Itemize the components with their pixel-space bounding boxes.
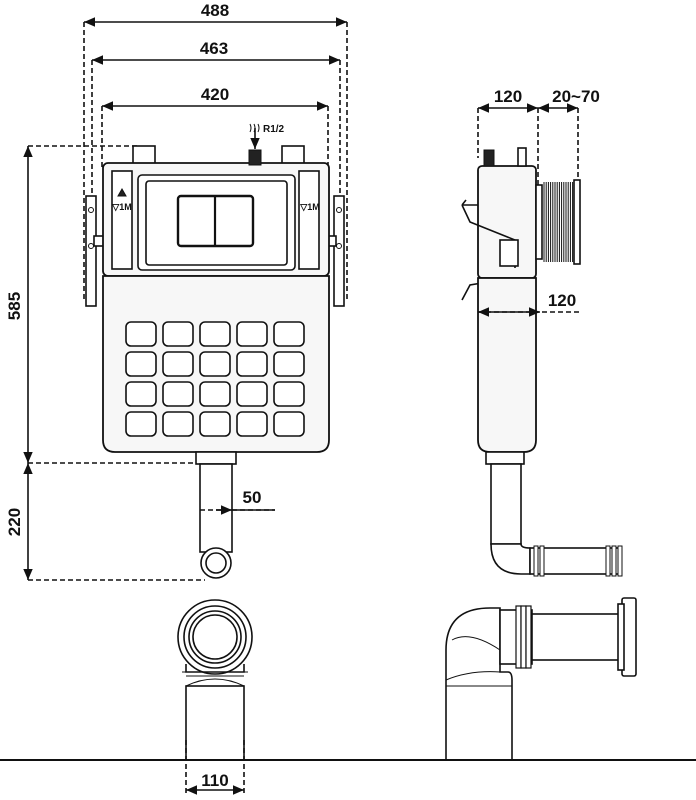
tank-rib-cell: [162, 411, 194, 437]
dimension-width-inner: 420: [101, 85, 329, 170]
side-view: 120 20~70 120: [461, 87, 623, 577]
side-drain-elbow: [490, 543, 531, 575]
dimension-depth: 120: [477, 87, 539, 185]
front-view: 488 463 420 585 220: [5, 1, 348, 581]
tank-rib-cell: [236, 321, 268, 347]
dimension-label-463: 463: [200, 39, 228, 58]
tank-rib-cell: [273, 321, 305, 347]
tank-rib-cell: [125, 411, 157, 437]
right-level-mark: ▽1M: [299, 202, 319, 212]
tank-rib-cell: [273, 381, 305, 407]
dimension-width-outer: 488: [83, 1, 348, 300]
pan-pipe-horizontal: [531, 613, 623, 661]
tank-rib-cell: [273, 411, 305, 437]
pipe-ring: [539, 545, 545, 577]
tank-rib-cell: [162, 321, 194, 347]
dimension-label-120-top: 120: [494, 87, 522, 106]
water-drop-icon: [117, 187, 127, 197]
bend-ring: [525, 605, 532, 669]
tank-rib-cell: [162, 351, 194, 377]
pipe-ring: [617, 545, 623, 577]
dimension-pipe-offset: 50: [200, 488, 275, 515]
side-brackets: [85, 195, 345, 307]
tank-rib-grid: [125, 321, 305, 437]
dimension-label-420: 420: [201, 85, 229, 104]
dimension-depth-adjust: 20~70: [538, 87, 600, 190]
tank-rib-cell: [236, 411, 268, 437]
dimension-label-488: 488: [201, 1, 229, 20]
dimension-pipe-diameter: 110: [185, 740, 245, 796]
pan-pipe-rings: [515, 605, 532, 669]
side-drain-pipe: [490, 463, 522, 545]
tank-rib-cell: [199, 411, 231, 437]
right-top-tab: [281, 145, 305, 165]
pipe-ring: [605, 545, 611, 577]
bend-ring: [520, 605, 527, 669]
dimension-height-frame: 585: [5, 145, 200, 464]
bottom-front-pipe-view: 110: [177, 599, 253, 796]
dimension-side-pipe-depth: 120: [478, 291, 580, 317]
dimension-label-585: 585: [5, 292, 24, 320]
side-water-inlet: [483, 149, 495, 167]
left-top-tab: [132, 145, 156, 165]
tank-rib-cell: [199, 381, 231, 407]
inlet-thread-label: R1/2: [263, 124, 285, 135]
dimension-label-220: 220: [5, 508, 24, 536]
drain-pipe: [199, 463, 233, 553]
dimension-label-120-side: 120: [548, 291, 576, 310]
pan-pipe-front: [185, 685, 245, 761]
dimension-label-50: 50: [243, 488, 262, 507]
tank-rib-cell: [125, 351, 157, 377]
tank-rib-cell: [236, 381, 268, 407]
side-lower-tank: [477, 277, 537, 453]
tank-rib-cell: [236, 351, 268, 377]
tank-rib-cell: [125, 381, 157, 407]
tank-rib-cell: [125, 321, 157, 347]
bend-ring: [515, 605, 522, 669]
drain-collar: [195, 451, 237, 465]
pipe-ring: [533, 545, 539, 577]
dimension-label-110: 110: [201, 771, 228, 790]
side-outlet-pipe: [529, 547, 621, 575]
bottom-side-pipe-view: [445, 597, 637, 761]
tank-rib-cell: [273, 351, 305, 377]
dimension-height-drain: 220: [5, 463, 205, 581]
dimension-label-20-70: 20~70: [552, 87, 600, 106]
side-pipe-rings: [533, 545, 623, 577]
tank-rib-cell: [199, 321, 231, 347]
water-flow-icon: [249, 123, 260, 133]
pipe-ring: [611, 545, 617, 577]
left-level-mark: ▽1M: [111, 202, 131, 212]
tank-rib-cell: [199, 351, 231, 377]
water-inlet: [248, 149, 262, 166]
side-plate-ribs: [543, 182, 574, 262]
tank-rib-cell: [162, 381, 194, 407]
